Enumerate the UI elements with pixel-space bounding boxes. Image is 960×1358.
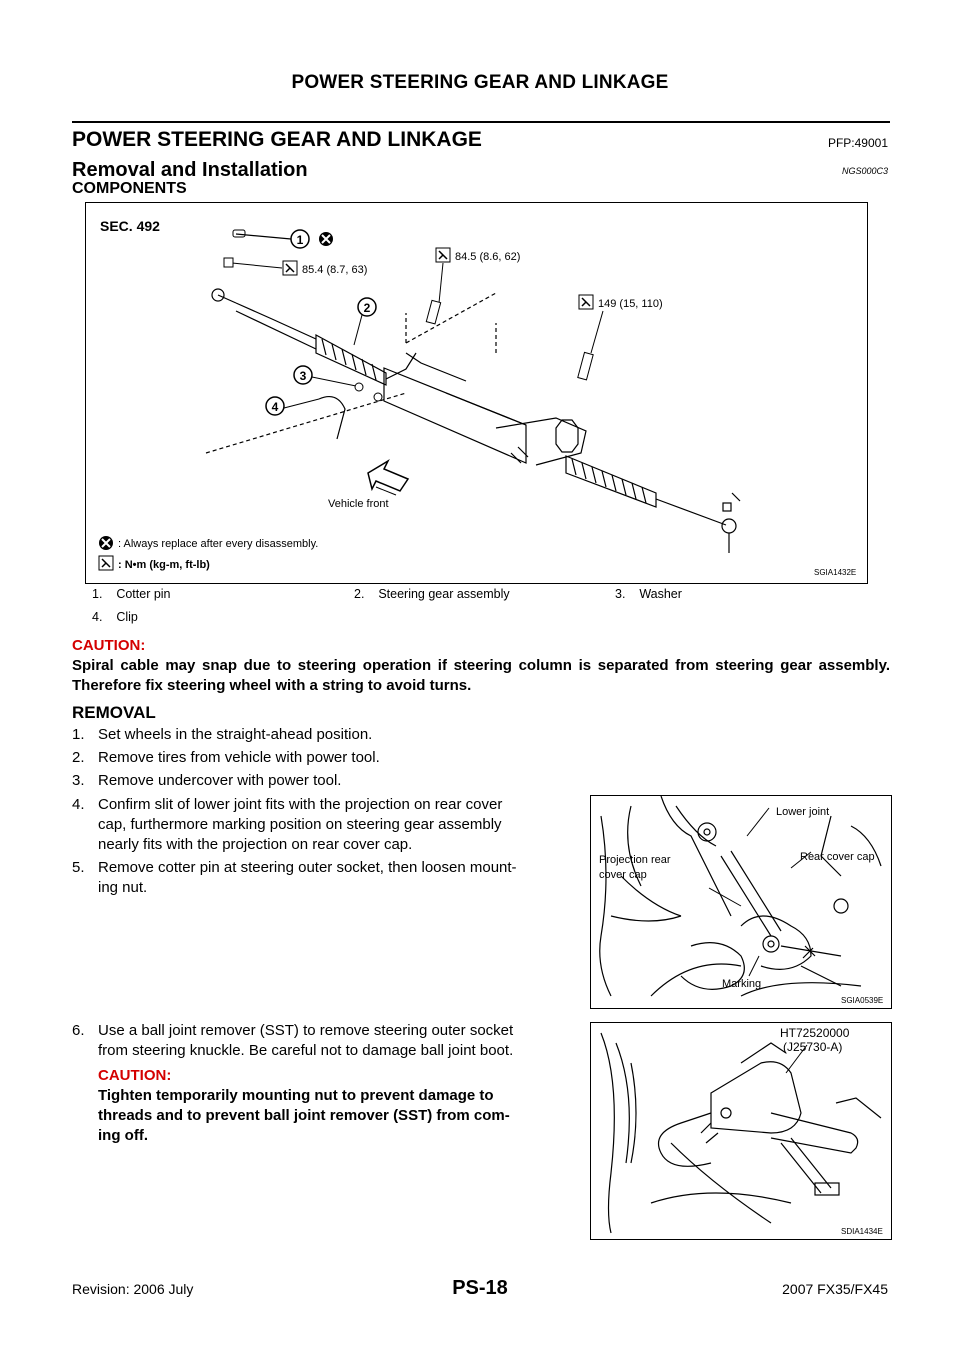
components-figure: SEC. 492 1 85.4 (8.7, 63) 84.5 (8.6, 62)…: [85, 202, 868, 584]
footer-page-number: PS-18: [452, 1277, 508, 1299]
callout-1-circle: [290, 229, 310, 249]
components-illustration: SEC. 492 1 85.4 (8.7, 63) 84.5 (8.6, 62)…: [98, 218, 856, 577]
lower-joint-figure: Lower joint Rear cover cap Projection re…: [590, 795, 892, 1009]
legend-item-3: 3. Washer: [615, 587, 682, 601]
rear-cover-cap-label: Rear cover cap: [800, 851, 875, 863]
ball-joint-remover-figure: HT72520000 (J25730-A) SDIA1434E: [590, 1022, 892, 1240]
legend-torque: : N•m (kg-m, ft-lb): [118, 559, 210, 571]
step-number: 2.: [72, 749, 85, 766]
step-4: 4. Confirm slit of lower joint fits with …: [72, 795, 577, 855]
torque-icon-1: [282, 260, 298, 276]
legend-item-4: 4. Clip: [92, 610, 138, 624]
step-6-caution-line: threads and to prevent ball joint remove…: [98, 1107, 510, 1124]
step-2: 2. Remove tires from vehicle with power t…: [72, 748, 380, 768]
step-text: Remove tires from vehicle with power too…: [98, 749, 380, 766]
torque-legend-icon: [98, 555, 114, 571]
step-text-line: ing nut.: [98, 879, 148, 896]
marking-label: Marking: [722, 978, 761, 990]
torque-icon-3: [578, 294, 594, 310]
legend-item-2: 2. Steering gear assembly: [354, 587, 510, 601]
step-text: Remove undercover with power tool.: [98, 772, 342, 789]
figure-code: SDIA1434E: [841, 1227, 883, 1236]
step-number: 3.: [72, 772, 85, 789]
legend-replace: : Always replace after every disassembly…: [118, 538, 318, 550]
step-3: 3. Remove undercover with power tool.: [72, 771, 341, 791]
step-number: 4.: [72, 796, 85, 813]
header-rule: [72, 121, 890, 123]
components-title: COMPONENTS: [72, 180, 187, 197]
callout-3: 3: [300, 369, 307, 383]
torque-icon-2: [435, 247, 451, 263]
step-number: 5.: [72, 859, 85, 876]
torque-2-label: 84.5 (8.6, 62): [455, 251, 520, 263]
footer-revision: Revision: 2006 July: [72, 1281, 194, 1297]
step-1: 1. Set wheels in the straight-ahead posit…: [72, 725, 372, 745]
caution-label: CAUTION:: [72, 637, 146, 654]
projection-label-1: Projection rear: [599, 854, 671, 866]
tool-number-label: HT72520000: [780, 1026, 850, 1040]
tool-alt-number-label: (J25730-A): [783, 1040, 842, 1054]
caution-text: Spiral cable may snap due to steering op…: [72, 657, 890, 694]
callout-1: 1: [297, 233, 304, 247]
step-number: 6.: [72, 1022, 85, 1039]
step-text: Set wheels in the straight-ahead positio…: [98, 726, 373, 743]
replace-legend-icon: [99, 536, 113, 550]
steering-rack-drawing: [205, 288, 741, 553]
step-text-line: Remove cotter pin at steering outer sock…: [98, 859, 517, 876]
pfp-code: PFP:49001: [827, 136, 888, 150]
step-6-caution: CAUTION: Tighten temporarily mounting nu…: [72, 1066, 577, 1146]
subsection-title: Removal and Installation: [72, 159, 308, 181]
section-title: POWER STEERING GEAR AND LINKAGE: [72, 128, 482, 151]
step-number: 1.: [72, 726, 85, 743]
legend-item-1: 1. Cotter pin: [92, 587, 171, 601]
ball-joint-remover-illustration: HT72520000 (J25730-A) SDIA1434E: [600, 1026, 883, 1236]
footer-model: 2007 FX35/FX45: [782, 1281, 888, 1297]
figure-code: SGIA0539E: [841, 996, 883, 1005]
subsection-code: NGS000C3: [841, 166, 888, 176]
removal-title: REMOVAL: [72, 703, 156, 722]
vehicle-front-label: Vehicle front: [328, 498, 389, 510]
step-text-line: Use a ball joint remover (SST) to remove…: [98, 1022, 514, 1039]
replace-icon-1: [319, 232, 333, 246]
callout-4: 4: [272, 400, 279, 414]
step-text-line: from steering knuckle. Be careful not to…: [98, 1042, 514, 1059]
torque-3-label: 149 (15, 110): [598, 298, 663, 310]
step-text-line: Confirm slit of lower joint fits with th…: [98, 796, 503, 813]
step-6-caution-line: Tighten temporarily mounting nut to prev…: [98, 1087, 494, 1104]
step-5: 5. Remove cotter pin at steering outer so…: [72, 858, 577, 898]
vehicle-front-arrow: [367, 459, 410, 496]
step-text-line: nearly fits with the projection on rear …: [98, 836, 413, 853]
lower-joint-illustration: Lower joint Rear cover cap Projection re…: [599, 795, 883, 1005]
figure-code: SGIA1432E: [814, 568, 856, 577]
lower-joint-label: Lower joint: [776, 806, 829, 818]
running-header: POWER STEERING GEAR AND LINKAGE: [291, 72, 669, 93]
callout-2: 2: [364, 301, 371, 315]
step-6-caution-label: CAUTION:: [98, 1067, 172, 1084]
step-text-line: cap, furthermore marking position on ste…: [98, 816, 502, 833]
projection-label-2: cover cap: [599, 869, 647, 881]
torque-1-label: 85.4 (8.7, 63): [302, 264, 367, 276]
step-6: 6. Use a ball joint remover (SST) to remo…: [72, 1021, 577, 1061]
step-6-caution-line: ing off.: [98, 1127, 148, 1144]
sec-number: SEC. 492: [100, 218, 160, 234]
